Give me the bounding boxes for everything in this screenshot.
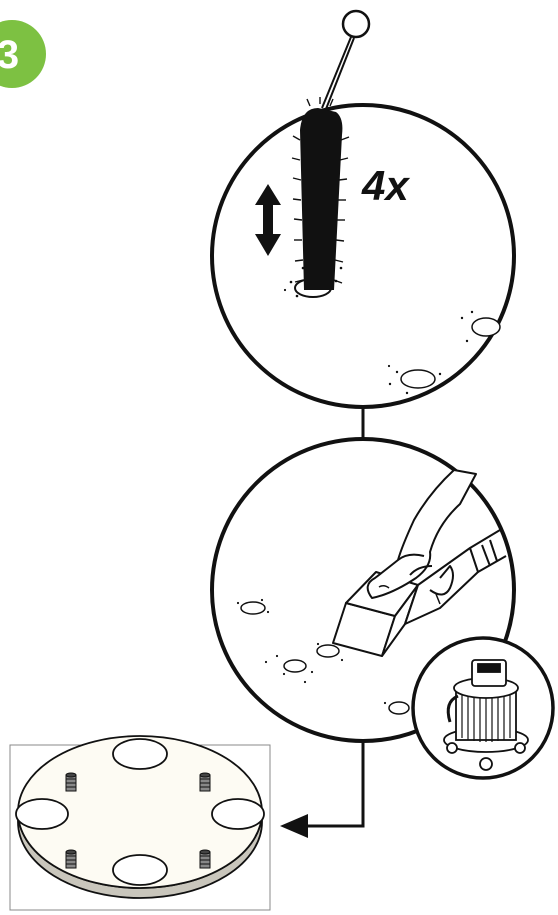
threaded-insert xyxy=(66,773,76,791)
plate-hole xyxy=(113,855,167,885)
plate-hole xyxy=(16,799,68,829)
brush-cleaning-panel: 4x xyxy=(212,11,514,407)
hole xyxy=(472,318,500,336)
brush-handle xyxy=(322,11,369,109)
base-plate-frame xyxy=(10,736,270,910)
threaded-insert xyxy=(200,850,210,868)
plate-hole xyxy=(113,739,167,769)
step-number: 3 xyxy=(0,33,19,77)
arrow-left-icon xyxy=(280,814,308,838)
wet-dry-vacuum-inset xyxy=(413,638,553,778)
threaded-insert xyxy=(66,850,76,868)
vacuuming-panel xyxy=(212,439,553,778)
brush-panel-circle xyxy=(212,105,514,407)
base-plate-icon xyxy=(16,736,264,898)
threaded-insert xyxy=(200,773,210,791)
hole xyxy=(401,370,435,388)
repeat-count: 4x xyxy=(361,162,410,209)
step-badge: 3 xyxy=(0,20,46,88)
plate-hole xyxy=(212,799,264,829)
